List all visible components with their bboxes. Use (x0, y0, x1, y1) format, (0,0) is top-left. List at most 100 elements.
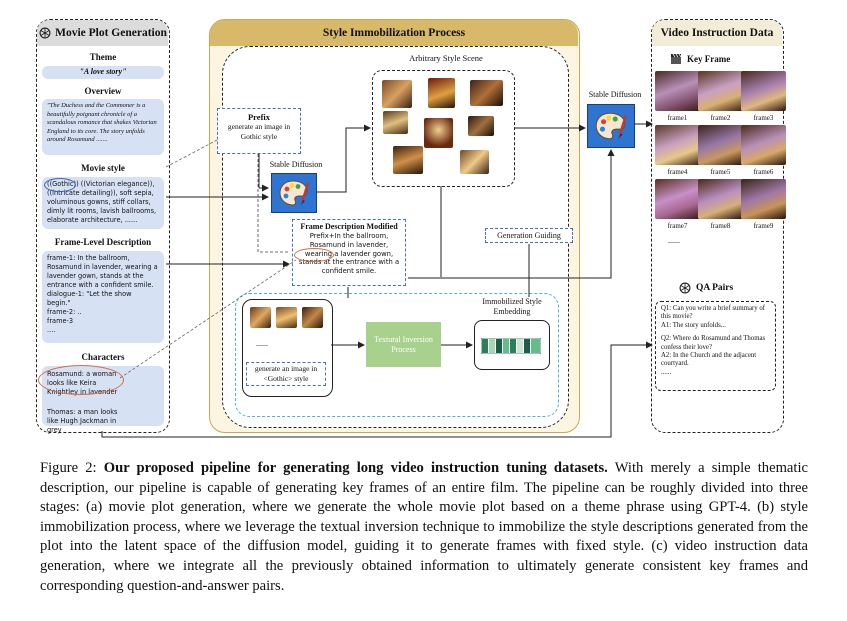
embedding-vector-icon (481, 338, 541, 354)
video-instruction-title: Video Instruction Data (660, 27, 774, 39)
key-frame-ellipsis: ...... (668, 236, 680, 245)
key-frame-image-7 (655, 179, 700, 219)
immobilized-label: Immobilized Style Embedding (482, 297, 542, 316)
frame-level-line: entrance with a confident smile. (47, 281, 154, 289)
frame-description-box: Frame Description Modified Prefix+In the… (292, 219, 406, 286)
qa-line: Q1: Can you write a brief summary of thi… (661, 305, 766, 321)
stable-diffusion-right-box (587, 104, 635, 148)
qa-line: ...... (661, 368, 672, 376)
qa-label: QA Pairs (696, 283, 734, 293)
overview-label: Overview (84, 86, 122, 96)
movie-style-label: Movie style (81, 163, 125, 173)
character-2: Thomas: a man looks like Hugh Jackman in… (47, 408, 118, 434)
theme-label: Theme (89, 52, 117, 62)
movie-plot-title: Movie Plot Generation (55, 27, 167, 39)
key-frame-label: Key Frame (687, 54, 731, 64)
palette-icon (279, 180, 310, 206)
generation-guiding-box: Generation Guiding (485, 228, 573, 243)
key-frame-label-1: frame1 (667, 114, 688, 122)
key-frame-label-6: frame6 (753, 168, 774, 176)
video-instruction-header: Video Instruction Data (652, 20, 782, 46)
key-frame-label-5: frame5 (710, 168, 731, 176)
scene-image-4 (383, 111, 408, 134)
training-image-1 (250, 307, 271, 328)
caption-bold: Our proposed pipeline for generating lon… (103, 460, 608, 476)
connector-layer (101, 120, 653, 438)
key-frame-label-7: frame7 (667, 222, 688, 230)
arrow-desc-to-sd-right (408, 149, 615, 279)
textual-inversion-area (235, 293, 559, 417)
scene-image-6 (468, 116, 494, 136)
characters-label: Characters (81, 352, 125, 362)
qa-box: Q1: Can you write a brief summary of thi… (655, 301, 776, 391)
dashed-char-to-desc (119, 259, 297, 379)
rosamund-mid-highlight (294, 248, 334, 262)
scene-image-8 (460, 150, 489, 174)
clapperboard-icon (671, 53, 682, 64)
frame-level-box: frame-1: In the ballroom, Rosamund in la… (42, 251, 164, 343)
key-frame-label-2: frame2 (710, 114, 731, 122)
frame-level-line: Rosamund in lavender, wearing a (47, 263, 158, 271)
stable-diffusion-mid-box (271, 173, 317, 213)
key-frame-image-6 (741, 125, 786, 165)
stable-diffusion-mid-label: Stable Diffusion (269, 160, 323, 169)
textual-inversion-box: Textural Inversion Process (366, 322, 441, 367)
rosamund-highlight-ellipse (38, 365, 124, 395)
prefix-text: generate an image in Gothic style (227, 122, 291, 141)
style-immobilization-title: Style Immobilization Process (322, 27, 466, 39)
frame-level-line: frame-3 (47, 317, 74, 325)
arrow-plot-to-qa (101, 341, 653, 438)
frame-description-title: Frame Description Modified (300, 222, 398, 231)
caption-rest: With merely a simple thematic descriptio… (40, 460, 808, 594)
stable-diffusion-right-label: Stable Diffusion (588, 90, 642, 99)
key-frame-image-8 (698, 179, 743, 219)
qa-line: A2: In the Church and the adjacent court… (661, 352, 757, 368)
gothic-highlight-circle (44, 178, 76, 192)
qa-line: Q2: Where do Rosamund and Thomas confess… (661, 335, 766, 351)
openai-logo-icon (39, 27, 51, 39)
key-frame-image-1 (655, 71, 700, 111)
key-frame-image-2 (698, 71, 743, 111)
frame-level-line: begin." (47, 299, 71, 307)
openai-logo-icon (679, 282, 691, 294)
qa-heading: QA Pairs (678, 281, 768, 295)
frame-level-line: lavender gown, stands at the (47, 272, 144, 280)
training-image-2 (276, 307, 297, 328)
arrow-sd-to-scene (316, 124, 371, 193)
key-frame-label-8: frame8 (710, 222, 731, 230)
frame-level-line: frame-2: .. (47, 308, 82, 316)
key-frame-image-5 (698, 125, 743, 165)
qa-line: A1: The story unfolds... (661, 321, 726, 329)
key-frame-heading: Key Frame (670, 52, 770, 66)
frame-level-line: frame-1: In the ballroom, (47, 254, 130, 262)
key-frame-label-4: frame4 (667, 168, 688, 176)
prefix-box: Prefix generate an image in Gothic style (217, 108, 301, 154)
scene-image-5 (424, 118, 453, 148)
scene-image-1 (382, 80, 412, 108)
frame-level-label: Frame-Level Description (54, 237, 152, 247)
frame-description-text: Prefix+In the ballroom, Rosamund in lave… (298, 232, 400, 276)
scene-image-3 (470, 80, 503, 106)
key-frame-image-3 (741, 71, 786, 111)
frame-level-line: dialogue-1: "Let the show (47, 290, 132, 298)
scene-image-2 (428, 78, 455, 108)
frame-level-line: .... (47, 326, 56, 334)
training-ellipsis: ...... (256, 339, 268, 348)
style-immobilization-header: Style Immobilization Process (210, 20, 578, 46)
small-prefix-box: generate an image in <Gothic> style (246, 362, 326, 386)
movie-plot-header: Movie Plot Generation (37, 20, 168, 46)
palette-icon (595, 112, 627, 140)
key-frame-image-9 (741, 179, 786, 219)
key-frame-label-3: frame3 (753, 114, 774, 122)
overview-text: "The Duchess and the Commoner is a beaut… (42, 99, 164, 155)
scene-image-7 (393, 146, 423, 174)
theme-value: "A love story" (42, 66, 164, 79)
key-frame-label-9: frame9 (753, 222, 774, 230)
dashed-style-to-prefix (165, 139, 218, 168)
training-image-3 (302, 307, 323, 328)
figure-caption: Figure 2: Our proposed pipeline for gene… (40, 459, 808, 596)
dashed-prefix-to-desc (257, 154, 290, 253)
arbitrary-style-label: Arbitrary Style Scene (409, 53, 483, 63)
key-frame-image-4 (655, 125, 700, 165)
caption-prefix: Figure 2: (40, 460, 104, 476)
